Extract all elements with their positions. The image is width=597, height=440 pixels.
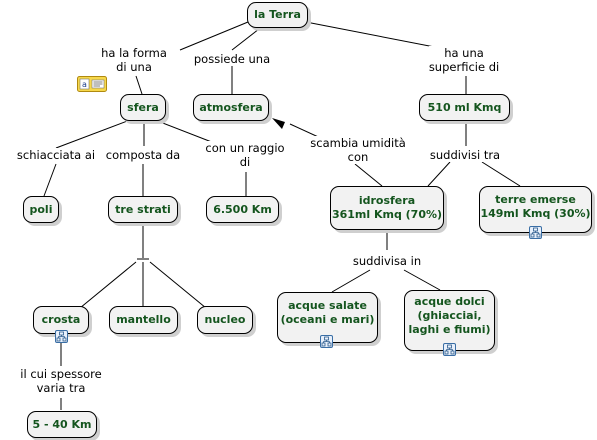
concept-5-40-km[interactable]: 5 - 40 Km: [27, 411, 97, 438]
phrase-possiede-una: possiede una: [193, 52, 271, 66]
submap-icon[interactable]: [320, 335, 333, 348]
phrase-suddivisa-in: suddivisa in: [352, 254, 422, 268]
submap-icon[interactable]: [443, 343, 456, 356]
concept-sfera[interactable]: sfera: [120, 94, 166, 121]
concept-510-ml-kmq[interactable]: 510 ml Kmq: [419, 94, 510, 121]
phrase-il-cui-spessore: il cui spessore varia tra: [20, 367, 102, 395]
phrase-suddivisi-tra: suddivisi tra: [429, 148, 501, 162]
submap-icon[interactable]: [55, 330, 68, 343]
concept-poli[interactable]: poli: [23, 196, 59, 223]
phrase-ha-la-forma: ha la forma di una: [101, 46, 167, 74]
concept-idrosfera[interactable]: idrosfera 361ml Kmq (70%): [330, 186, 444, 230]
concept-mantello[interactable]: mantello: [109, 306, 178, 334]
submap-icon[interactable]: [529, 226, 542, 239]
phrase-con-un-raggio: con un raggio di: [205, 141, 285, 169]
concept-acque-dolci[interactable]: acque dolci (ghiacciai, laghi e fiumi): [404, 290, 495, 351]
annotation-note-icon[interactable]: a: [77, 76, 107, 92]
arrowhead: [272, 118, 285, 129]
phrase-composta-da: composta da: [105, 148, 181, 162]
phrase-schiacciata-ai: schiacciata ai: [16, 148, 96, 162]
concept-nucleo[interactable]: nucleo: [197, 306, 253, 334]
concept-atmosfera[interactable]: atmosfera: [193, 94, 269, 121]
phrase-ha-una-superficie: ha una superficie di: [428, 46, 500, 74]
concept-crosta[interactable]: crosta: [33, 306, 89, 334]
phrase-scambia-umidita: scambia umidità con: [310, 136, 406, 164]
concept-terre-emerse[interactable]: terre emerse 149ml Kmq (30%): [479, 186, 592, 233]
concept-6500-km[interactable]: 6.500 Km: [206, 196, 279, 223]
concept-la-terra[interactable]: la Terra: [247, 2, 308, 28]
svg-text:a: a: [82, 80, 87, 89]
concept-tre-strati[interactable]: tre strati: [108, 196, 178, 223]
